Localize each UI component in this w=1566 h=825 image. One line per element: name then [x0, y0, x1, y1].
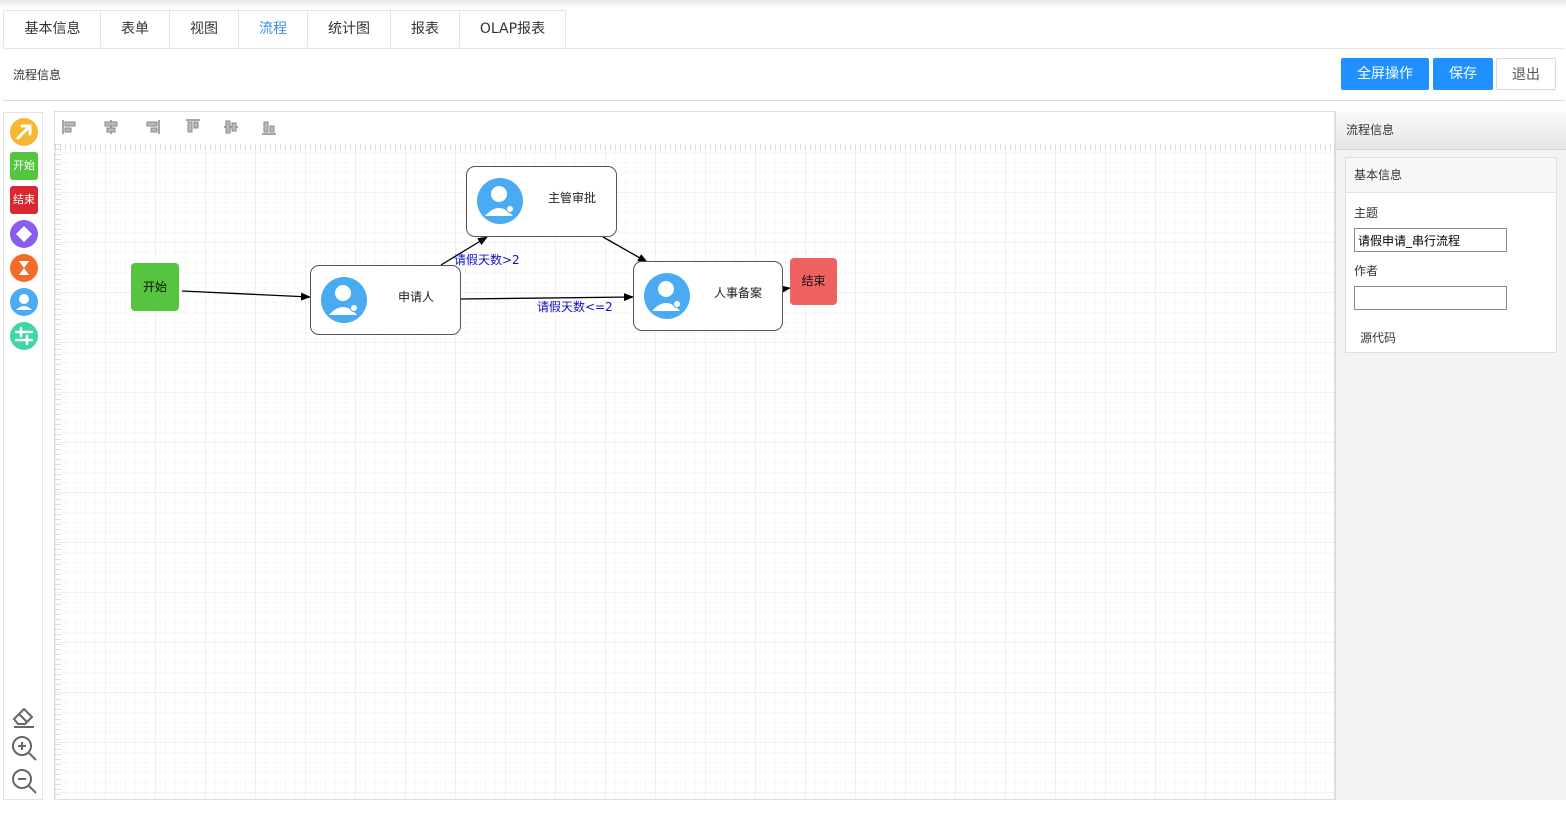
align-toolbar	[55, 112, 1334, 142]
tab-report[interactable]: 报表	[390, 10, 459, 47]
tab-workflow[interactable]: 流程	[238, 10, 307, 47]
task-node-label: 主管审批	[548, 191, 597, 205]
user-task-icon[interactable]	[10, 288, 38, 316]
tab-basic-info[interactable]: 基本信息	[3, 10, 101, 47]
node-palette: 开始 结束	[3, 112, 43, 800]
palette-start-node[interactable]: 开始	[10, 152, 38, 180]
section-title: 基本信息	[1346, 158, 1556, 193]
top-shadow	[0, 0, 1566, 8]
tab-olap-report[interactable]: OLAP报表	[459, 10, 566, 47]
workflow-canvas[interactable]: 开始 结束 申请人 主管审批 人事备案 请假天数>2 请假天数<=2	[54, 111, 1335, 800]
author-label: 作者	[1354, 264, 1379, 278]
end-node[interactable]: 结束	[790, 258, 837, 305]
tab-bar: 基本信息 表单 视图 流程 统计图 报表 OLAP报表	[3, 10, 1565, 49]
subprocess-icon[interactable]	[10, 254, 38, 282]
align-top-icon[interactable]	[185, 119, 201, 135]
save-button[interactable]: 保存	[1433, 58, 1493, 90]
user-avatar-icon	[477, 178, 523, 224]
edge-manager-to-hr[interactable]	[602, 236, 648, 263]
exit-button[interactable]: 退出	[1496, 58, 1556, 90]
user-avatar-icon	[321, 277, 367, 323]
zoom-out-icon[interactable]	[10, 767, 38, 795]
basic-info-section: 基本信息 主题 作者 源代码	[1345, 157, 1557, 353]
page-title: 流程信息	[13, 68, 62, 82]
eraser-icon[interactable]	[10, 701, 38, 729]
task-node-manager-approval[interactable]: 主管审批	[466, 166, 617, 237]
zoom-in-icon[interactable]	[10, 734, 38, 762]
canvas-grid	[55, 144, 1334, 799]
palette-end-node[interactable]: 结束	[10, 186, 38, 214]
align-left-icon[interactable]	[62, 119, 78, 135]
tab-form[interactable]: 表单	[100, 10, 169, 47]
align-bottom-icon[interactable]	[261, 119, 277, 135]
edge-applicant-to-hr[interactable]	[459, 293, 634, 302]
author-input[interactable]	[1354, 286, 1507, 310]
fullscreen-button[interactable]: 全屏操作	[1341, 58, 1429, 90]
edge-applicant-to-manager[interactable]	[440, 236, 488, 266]
task-node-hr-filing[interactable]: 人事备案	[633, 261, 783, 331]
align-center-icon[interactable]	[103, 119, 119, 135]
properties-panel-header: 流程信息	[1336, 111, 1566, 150]
tab-statistics-chart[interactable]: 统计图	[307, 10, 390, 47]
task-node-label: 申请人	[398, 290, 435, 304]
start-node[interactable]: 开始	[131, 263, 179, 311]
edge-label-days-gt-2[interactable]: 请假天数>2	[454, 253, 520, 267]
align-right-icon[interactable]	[144, 119, 160, 135]
user-avatar-icon	[644, 273, 690, 319]
subject-input[interactable]	[1354, 228, 1507, 252]
edge-label-days-le-2[interactable]: 请假天数<=2	[537, 300, 613, 314]
gateway-diamond-icon[interactable]	[10, 220, 38, 248]
tab-view[interactable]: 视图	[169, 10, 238, 47]
subject-label: 主题	[1354, 206, 1379, 220]
source-code-link[interactable]: 源代码	[1360, 331, 1397, 345]
properties-panel: 流程信息 基本信息 主题 作者 源代码	[1335, 111, 1566, 800]
edge-start-to-applicant[interactable]	[181, 290, 311, 301]
page-header: 流程信息 全屏操作 保存 退出	[3, 48, 1565, 101]
task-node-applicant[interactable]: 申请人	[310, 265, 461, 335]
task-node-label: 人事备案	[714, 286, 763, 300]
align-middle-icon[interactable]	[223, 119, 239, 135]
sliders-icon[interactable]	[10, 322, 38, 350]
connector-arrow-icon[interactable]	[10, 118, 38, 146]
